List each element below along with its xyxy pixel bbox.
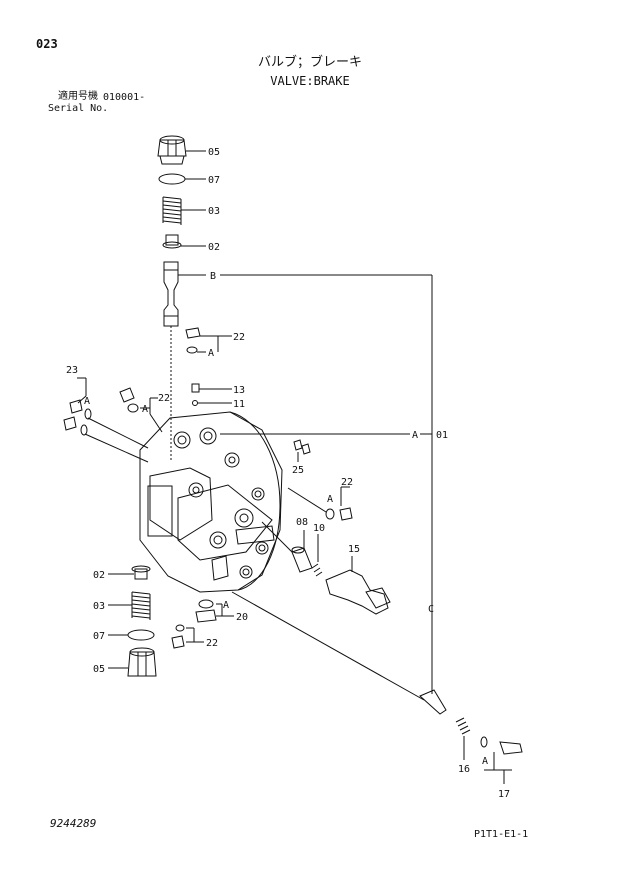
poppet-bottom-part[interactable]: [131, 565, 151, 580]
orifice-13-part[interactable]: [191, 383, 200, 393]
page-code: P1T1-E1-1: [474, 829, 529, 840]
callout-10: 10: [313, 523, 325, 534]
page-title-english: VALVE:BRAKE: [270, 74, 350, 88]
callout-22-a: 22: [233, 332, 245, 343]
plug-22-part[interactable]: [185, 327, 201, 354]
serial-range: 010001-: [103, 92, 146, 103]
callout-20: 20: [236, 612, 248, 623]
poppet-top-part[interactable]: [162, 234, 182, 249]
callout-A-17: A: [482, 756, 488, 767]
spring-10-part[interactable]: [311, 563, 323, 577]
pin-25-part[interactable]: [293, 439, 311, 455]
callout-C: C: [428, 604, 434, 615]
o-ring-top-part[interactable]: [158, 173, 186, 185]
plug-22-lower-part[interactable]: [171, 624, 185, 649]
callout-05-top: 05: [208, 147, 220, 158]
spring-16-part[interactable]: [455, 717, 471, 735]
callout-03-top: 03: [208, 206, 220, 217]
valve-15-part[interactable]: [325, 569, 391, 615]
callout-A-01: A: [412, 430, 418, 441]
callout-B: B: [210, 271, 216, 282]
spring-bottom-part[interactable]: [131, 591, 151, 620]
plug-17-part[interactable]: [480, 736, 523, 755]
plug-20-part[interactable]: [195, 599, 217, 623]
callout-07-bottom: 07: [93, 631, 105, 642]
plug-top-part[interactable]: [157, 135, 187, 165]
piston-08-part[interactable]: [291, 546, 313, 573]
callout-08: 08: [296, 517, 308, 528]
callout-13: 13: [233, 385, 245, 396]
ball-11-part[interactable]: [192, 400, 198, 406]
o-ring-bottom-part[interactable]: [127, 629, 155, 641]
callout-22-d: 22: [206, 638, 218, 649]
sleeve-C-part[interactable]: [419, 689, 447, 715]
drawing-number: 9244289: [50, 817, 97, 830]
callout-17: 17: [498, 789, 510, 800]
plug-22-left-part[interactable]: [119, 387, 139, 413]
serial-label-english: Serial No.: [48, 103, 109, 114]
plug-23-part[interactable]: [63, 399, 92, 436]
callout-01: 01: [436, 430, 448, 441]
callout-02-bottom: 02: [93, 570, 105, 581]
callout-07-top: 07: [208, 175, 220, 186]
plug-bottom-part[interactable]: [127, 647, 157, 677]
serial-label-japanese: 適用号機: [58, 91, 98, 102]
callout-23: 23: [66, 365, 78, 376]
page-title-japanese: バルブ；ブレーキ: [257, 55, 362, 70]
callout-A-b: A: [142, 404, 148, 415]
callout-03-bottom: 03: [93, 601, 105, 612]
callout-05-bottom: 05: [93, 664, 105, 675]
plug-22-right-part[interactable]: [325, 507, 353, 521]
callout-22-b: 22: [158, 393, 170, 404]
callout-16: 16: [458, 764, 470, 775]
callout-22-c: 22: [341, 477, 353, 488]
page-number: 023: [36, 37, 58, 51]
callout-A-20: A: [223, 600, 229, 611]
callout-15: 15: [348, 544, 360, 555]
callout-A-c: A: [327, 494, 333, 505]
callout-A-23: A: [84, 396, 90, 407]
spring-top-part[interactable]: [162, 196, 182, 225]
valve-spool-top-part[interactable]: [163, 261, 179, 327]
callout-11: 11: [233, 399, 245, 410]
callout-25: 25: [292, 465, 304, 476]
valve-body-part[interactable]: [139, 411, 283, 593]
callout-A-a: A: [208, 348, 214, 359]
callout-02-top: 02: [208, 242, 220, 253]
